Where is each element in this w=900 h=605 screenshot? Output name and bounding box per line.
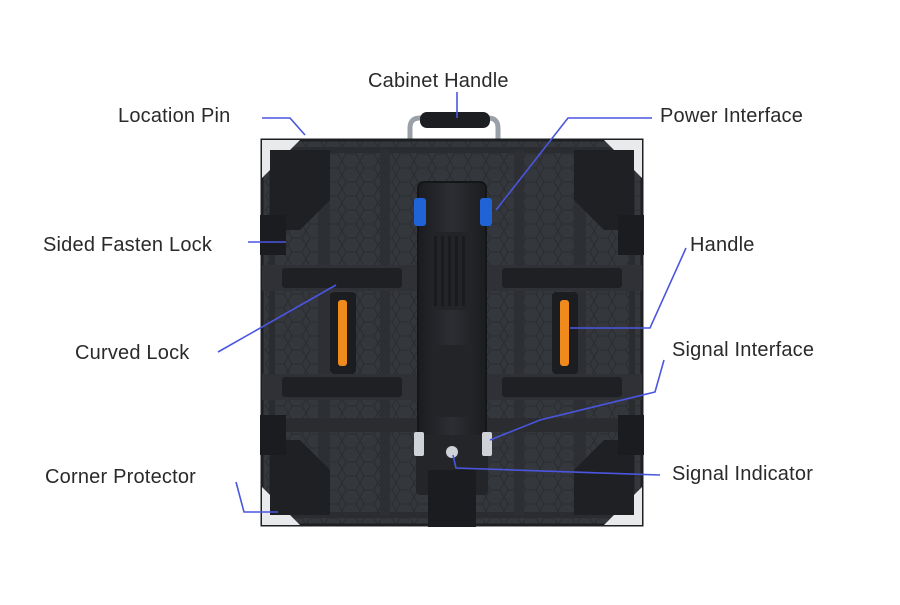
label-sided-fasten-lock: Sided Fasten Lock (43, 234, 213, 256)
corner-protectors (262, 140, 642, 525)
label-cabinet-handle: Cabinet Handle (368, 70, 509, 92)
label-curved-lock: Curved Lock (75, 342, 190, 364)
side-locks (260, 215, 644, 455)
power-box (414, 181, 492, 527)
label-corner-protector: Corner Protector (45, 466, 197, 488)
label-signal-indicator: Signal Indicator (672, 463, 814, 485)
label-location-pin: Location Pin (118, 105, 231, 127)
label-signal-interface: Signal Interface (672, 339, 815, 361)
label-power-interface: Power Interface (660, 105, 804, 127)
leader-lines (217, 92, 687, 513)
label-handle: Handle (690, 234, 755, 256)
handles-part (282, 268, 622, 397)
